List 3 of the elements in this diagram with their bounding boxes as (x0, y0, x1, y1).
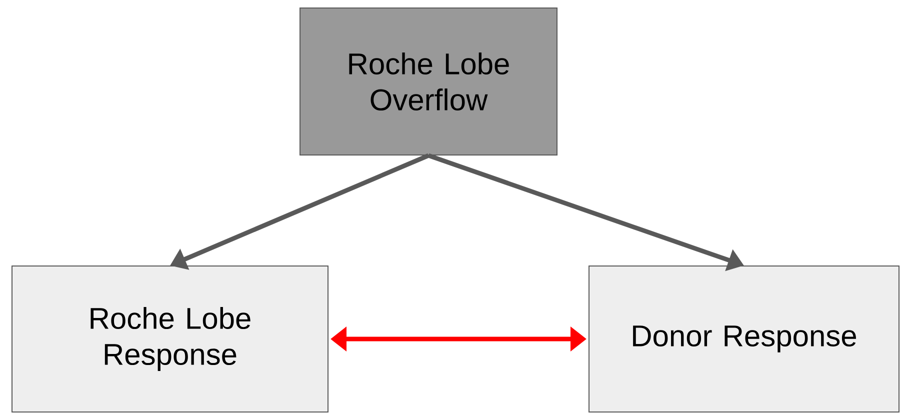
process-box: Roche Lobe Response (12, 266, 328, 412)
process-box: Roche Lobe Overflow (300, 8, 558, 156)
process-box: Donor Response (588, 266, 900, 412)
